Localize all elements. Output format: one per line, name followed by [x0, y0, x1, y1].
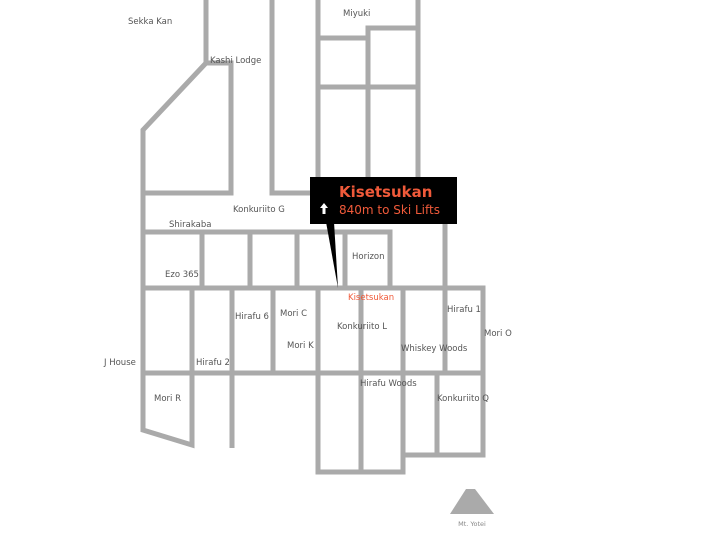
label-kisetsukan: Kisetsukan [348, 293, 394, 303]
label-hirafu-1: Hirafu 1 [447, 305, 481, 315]
mountain-icon [450, 489, 494, 514]
marker-mori-r[interactable] [164, 375, 178, 391]
marker-j-house[interactable] [146, 354, 160, 370]
marker-konkuriito-g[interactable] [233, 184, 247, 200]
label-konkuriito-q: Konkuriito Q [437, 394, 489, 404]
marker-kisetsukan[interactable] [332, 289, 346, 305]
label-sekka-kan: Sekka Kan [128, 17, 172, 27]
callout: Kisetsukan 840m to Ski Lifts [310, 177, 457, 288]
marker-mori-o[interactable] [488, 308, 502, 324]
up-arrow-icon [320, 203, 328, 214]
label-horizon: Horizon [352, 252, 385, 262]
label-mori-c: Mori C [280, 309, 307, 319]
mt-yotei-landmark: Mt. Yotei [450, 489, 494, 528]
marker-mori-c[interactable] [301, 319, 315, 335]
label-shirakaba: Shirakaba [169, 220, 211, 230]
callout-box [310, 177, 457, 224]
marker-sekka-kan[interactable] [175, 13, 189, 29]
label-konkuriito-l: Konkuriito L [337, 322, 387, 332]
marker-hirafu-2[interactable] [195, 337, 209, 353]
marker-mori-k[interactable] [319, 334, 333, 350]
label-ezo-365: Ezo 365 [165, 270, 199, 280]
marker-konkuriito-l[interactable] [363, 333, 377, 349]
label-mori-k: Mori K [287, 341, 314, 351]
callout-pointer [326, 222, 338, 288]
place-labels: Sekka Kan Miyuki Kashi Lodge Konkuriito … [103, 9, 512, 404]
label-konkuriito-g: Konkuriito G [233, 205, 285, 215]
marker-hirafu-woods[interactable] [381, 356, 395, 372]
marker-horizon[interactable] [360, 234, 374, 250]
label-miyuki: Miyuki [343, 9, 370, 19]
marker-whiskey-woods[interactable] [381, 339, 395, 355]
label-kashi-lodge: Kashi Lodge [210, 56, 261, 66]
label-hirafu-woods: Hirafu Woods [360, 379, 417, 389]
marker-ezo-365[interactable] [146, 266, 160, 282]
label-mt-yotei: Mt. Yotei [458, 520, 486, 528]
callout-title: Kisetsukan [339, 183, 432, 201]
label-mori-r: Mori R [154, 394, 181, 404]
label-mori-o: Mori O [484, 329, 512, 339]
marker-miyuki[interactable] [338, 20, 352, 36]
marker-hirafu-1[interactable] [427, 302, 441, 318]
marker-shirakaba[interactable] [184, 234, 198, 250]
callout-subtitle: 840m to Ski Lifts [339, 203, 440, 217]
label-whiskey-woods: Whiskey Woods [401, 344, 468, 354]
label-hirafu-6: Hirafu 6 [235, 312, 269, 322]
marker-hirafu-6[interactable] [216, 308, 230, 324]
roads [140, 0, 486, 475]
marker-kashi-lodge[interactable] [208, 67, 222, 83]
label-hirafu-2: Hirafu 2 [196, 358, 230, 368]
label-j-house: J House [103, 358, 136, 368]
